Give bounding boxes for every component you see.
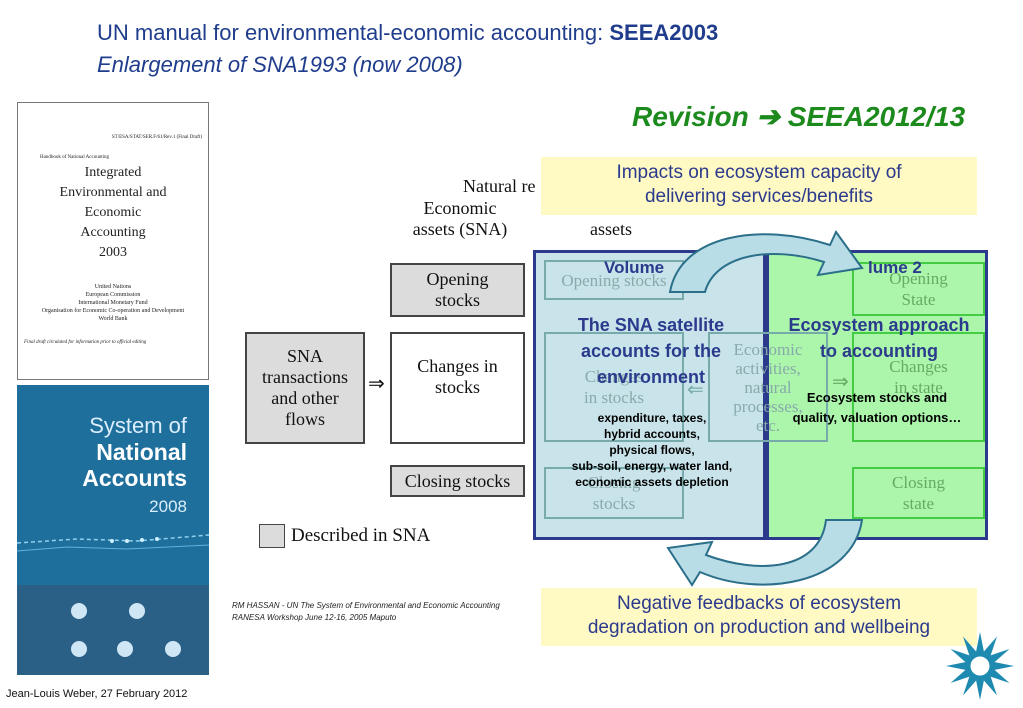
opening-stocks-box: Opening stocks xyxy=(390,263,525,317)
volume2-panel xyxy=(766,250,988,540)
eu-logo-icon xyxy=(71,603,87,619)
faded-economic-activities: Economic activities, natural processes, … xyxy=(708,332,828,442)
worldbank-logo-icon xyxy=(165,641,181,657)
sna2008-cover: System of National Accounts 2008 xyxy=(17,385,209,675)
natural-assets-header: Natural re xyxy=(463,176,536,196)
negative-feedbacks-box: Negative feedbacks of ecosystem degradat… xyxy=(541,588,977,646)
faded-changes-in-stocks: Changes in stocks xyxy=(544,332,684,442)
sna-transactions-box: SNA transactions and other flows xyxy=(245,332,365,444)
handbook-organisations: United Nations European Commission Inter… xyxy=(41,284,185,322)
title-bold-text: SEEA2003 xyxy=(609,20,719,45)
volume1-heading: The SNA satellite accounts for the envir… xyxy=(577,315,725,387)
sna-cover-line4: 2008 xyxy=(149,497,187,516)
imf-logo-icon xyxy=(129,603,145,619)
faded-closing-stocks: Closing stocks xyxy=(544,467,684,519)
sna-cover-line1: System of xyxy=(89,413,187,438)
bottom-curved-arrow-icon xyxy=(666,519,864,587)
top-curved-arrow-icon xyxy=(668,230,864,293)
faded-opening-state: Opening State xyxy=(852,262,985,316)
economic-assets-header: Economic assets (SNA) xyxy=(412,198,508,239)
faded-changes-in-state: Changes in state xyxy=(852,332,985,442)
volume2-title: lume 2 xyxy=(868,258,922,277)
title-text: UN manual for environmental-economic acc… xyxy=(97,20,610,45)
closing-stocks-box: Closing stocks xyxy=(390,465,525,497)
faded-left-arrow-icon: ⇐ xyxy=(687,379,704,401)
sna-cover-line3: Accounts xyxy=(82,465,187,491)
legend-swatch xyxy=(259,524,285,548)
handbook-code: ST/ESA/STAT/SER.F/61/Rev.1 (Final Draft) xyxy=(111,135,202,140)
slide-subtitle: Enlargement of SNA1993 (now 2008) xyxy=(97,52,463,77)
impacts-box: Impacts on ecosystem capacity of deliver… xyxy=(541,157,977,215)
assets-label: assets xyxy=(590,219,632,239)
revision-label: Revision ➔ SEEA2012/13 xyxy=(632,101,966,132)
slide-title: UN manual for environmental-economic acc… xyxy=(97,20,718,46)
faded-right-arrow-icon: ⇒ xyxy=(832,371,849,393)
volume1-items: expenditure, taxes, hybrid accounts, phy… xyxy=(571,411,733,489)
volume2-items: Ecosystem stocks and quality, valuation … xyxy=(792,390,962,425)
eea-logo-icon xyxy=(946,632,1014,700)
author-footer: Jean-Louis Weber, 27 February 2012 xyxy=(6,688,188,700)
sna-cover-line2: National xyxy=(96,439,187,465)
faded-closing-state: Closing state xyxy=(852,467,985,519)
changes-in-stocks-box: Changes in stocks xyxy=(390,332,525,444)
flow-arrow-icon: ⇒ xyxy=(368,373,385,395)
source-credit: RM HASSAN - UN The System of Environment… xyxy=(232,601,500,622)
handbook-title: Integrated Environmental and Economic Ac… xyxy=(59,165,167,260)
sna-cover-logos xyxy=(17,585,209,675)
oecd-logo-icon xyxy=(71,641,87,657)
seea2003-handbook-cover: ST/ESA/STAT/SER.F/61/Rev.1 (Final Draft)… xyxy=(17,102,209,380)
handbook-subtitle: Handbook of National Accounting xyxy=(40,155,110,160)
cover-decoration-lines xyxy=(17,534,209,552)
legend-label: Described in SNA xyxy=(291,525,431,546)
handbook-note: Final draft circulated for information p… xyxy=(24,340,147,345)
volume2-heading: Ecosystem approach to accounting xyxy=(788,315,970,361)
volume1-title: Volume xyxy=(604,258,665,277)
un-logo-icon xyxy=(117,641,133,657)
